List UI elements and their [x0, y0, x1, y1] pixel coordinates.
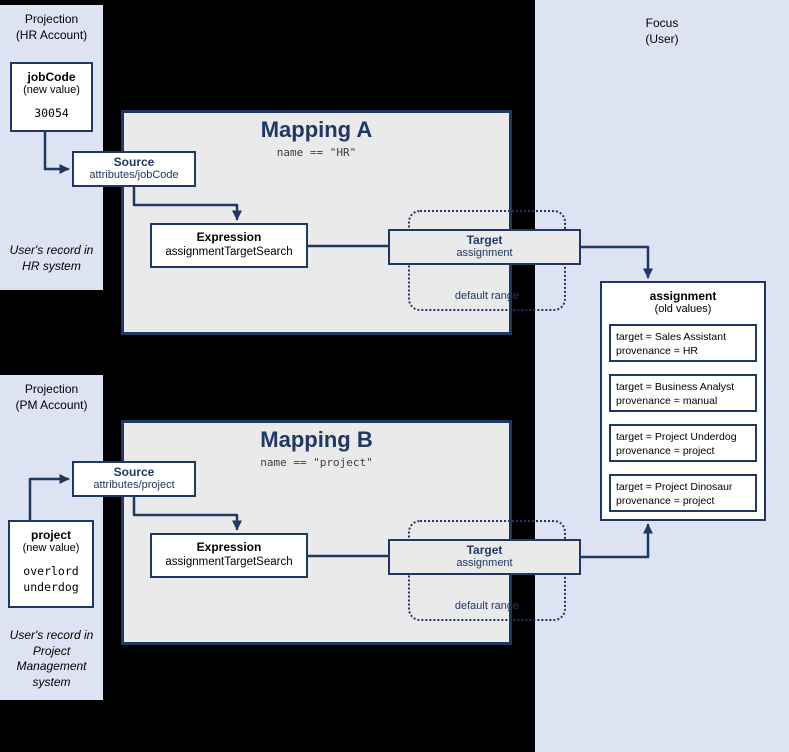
target-box-a: Target assignment [388, 229, 581, 265]
assignment-item-target: target = Sales Assistant [616, 331, 727, 343]
assignment-box: assignment (old values) target = Sales A… [600, 281, 766, 521]
expression-a-value: assignmentTargetSearch [165, 246, 293, 258]
assignment-item-provenance: provenance = project [616, 445, 715, 458]
mapping-a-box: Mapping A name == "HR" [121, 110, 512, 335]
target-b-value: assignment [456, 557, 513, 569]
source-a-path: attributes/jobCode [89, 169, 179, 181]
projection-pm-footnote: User's record in Project Management syst… [9, 628, 94, 689]
default-range-a-label: default range [454, 290, 520, 302]
assignment-item-target: target = Project Underdog [616, 431, 737, 443]
jobcode-value: 30054 [34, 106, 69, 120]
target-a-label: Target [466, 233, 503, 247]
expression-b-value: assignmentTargetSearch [165, 556, 293, 568]
mapping-b-box: Mapping B name == "project" [121, 420, 512, 645]
expression-a-label: Expression [196, 230, 262, 244]
jobcode-note: (new value) [23, 84, 80, 96]
assignment-item: target = Project Dinosaur provenance = p… [609, 474, 757, 512]
source-b-label: Source [113, 465, 155, 479]
assignment-item-provenance: provenance = project [616, 495, 715, 508]
assignment-item-target: target = Business Analyst [616, 381, 735, 393]
assignment-note: (old values) [654, 303, 712, 315]
assignment-name: assignment [649, 289, 717, 303]
project-name: project [30, 528, 71, 542]
project-value: overlord underdog [23, 564, 79, 595]
jobcode-attribute-box: jobCode (new value) 30054 [10, 62, 93, 132]
jobcode-name: jobCode [27, 70, 76, 84]
mapping-a-condition: name == "HR" [276, 146, 357, 159]
assignment-item-provenance: provenance = manual [616, 395, 718, 408]
mapping-b-title: Mapping B [260, 427, 373, 452]
target-box-b: Target assignment [388, 539, 581, 575]
projection-hr-title: Projection (HR Account) [15, 12, 88, 42]
mapping-a-title: Mapping A [260, 117, 373, 142]
expression-b-label: Expression [196, 540, 262, 554]
projection-hr-footnote: User's record in HR system [9, 243, 94, 273]
target-a-value: assignment [456, 247, 513, 259]
default-range-b-label: default range [454, 600, 520, 612]
source-box-a: Source attributes/jobCode [72, 151, 196, 187]
source-b-path: attributes/project [93, 479, 175, 491]
mapping-b-condition: name == "project" [260, 456, 373, 469]
assignment-item: target = Business Analyst provenance = m… [609, 374, 757, 412]
target-b-label: Target [466, 543, 503, 557]
projection-hr-panel: Projection (HR Account) User's record in… [0, 5, 103, 290]
assignment-item: target = Sales Assistant provenance = HR [609, 324, 757, 362]
source-a-label: Source [113, 155, 155, 169]
project-note: (new value) [22, 542, 80, 554]
source-box-b: Source attributes/project [72, 461, 196, 497]
project-attribute-box: project (new value) overlord underdog [8, 520, 94, 608]
focus-title: Focus (User) [645, 16, 679, 46]
projection-pm-title: Projection (PM Account) [15, 382, 88, 412]
assignment-item: target = Project Underdog provenance = p… [609, 424, 757, 462]
expression-box-a: Expression assignmentTargetSearch [150, 223, 308, 268]
assignment-item-provenance: provenance = HR [616, 345, 699, 358]
assignment-item-target: target = Project Dinosaur [616, 481, 733, 493]
expression-box-b: Expression assignmentTargetSearch [150, 533, 308, 578]
